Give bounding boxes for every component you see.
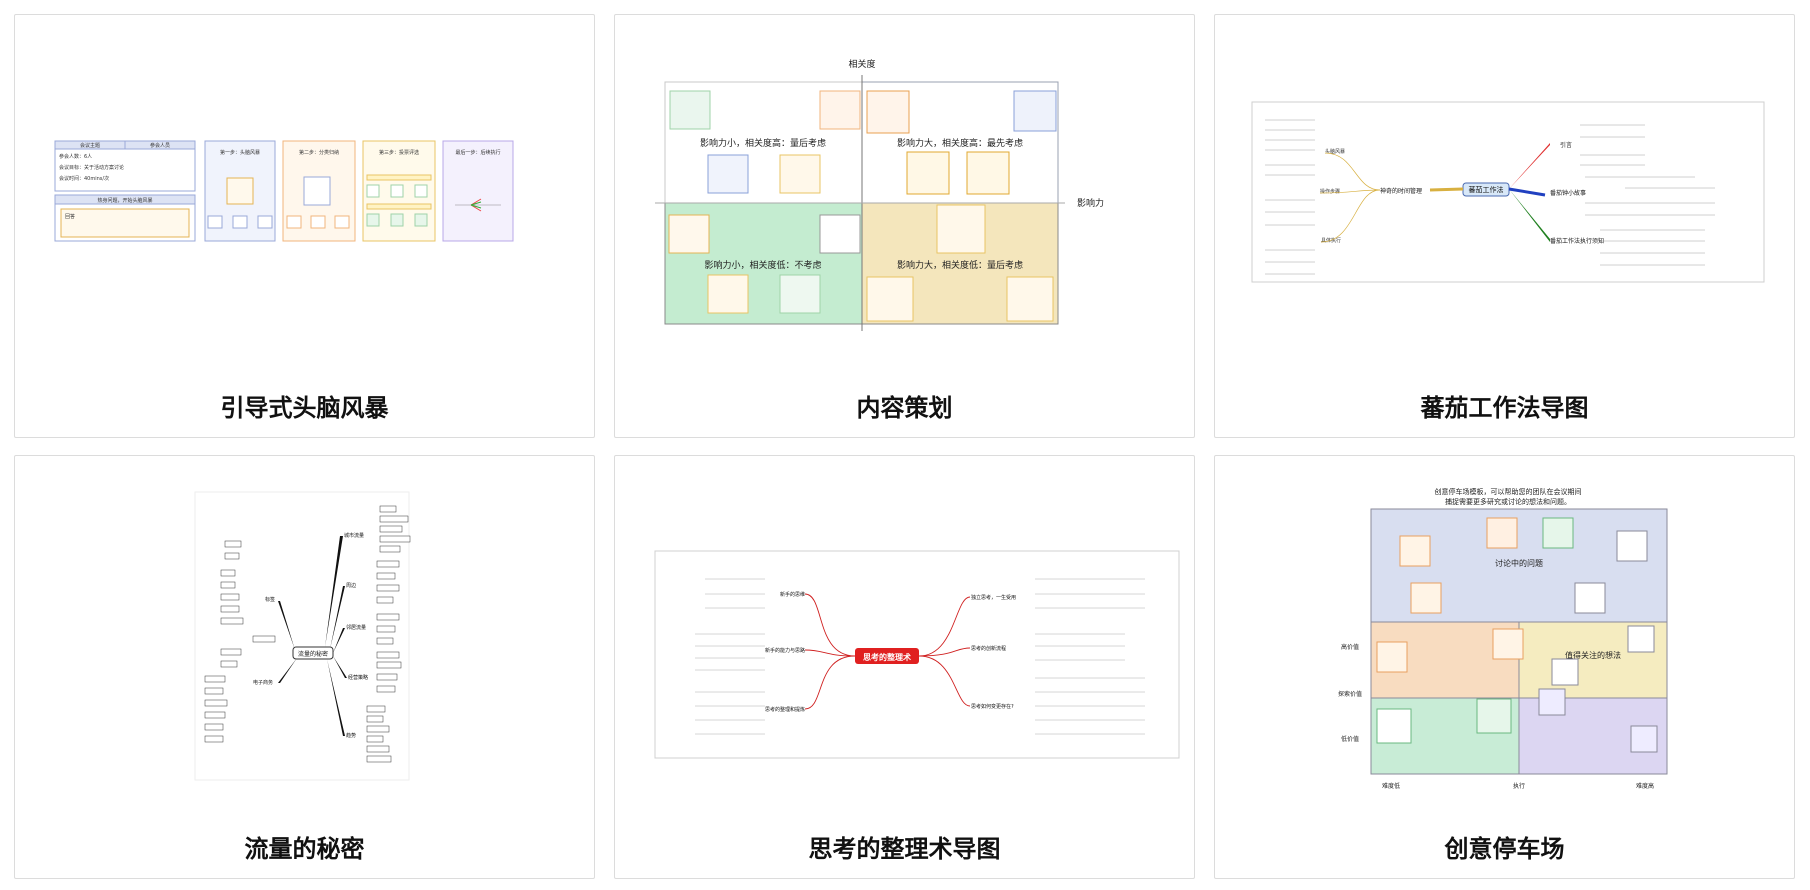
c5-center: 思考的整理术 xyxy=(863,652,911,662)
card-thumbnail: 相关度 影响力 影响力小，相关度高：量后考虑 影响力大，相关度高：最先考虑 影响… xyxy=(625,25,1184,365)
card-thumbnail: 流量的秘密 城市流量 周边 邻居流量 经营策略 趋势 标签 电子商务 xyxy=(25,466,584,806)
c3-b2: 番茄钟小故事 xyxy=(1550,189,1586,197)
template-card-idea-parking-lot[interactable]: 创意停车场模板，可以帮助您的团队在会议期间 捕捉需要更多研究或讨论的想法和问题。… xyxy=(1214,455,1795,879)
c3-l2: 操作步骤 xyxy=(1320,188,1340,195)
c2-q1: 影响力小，相关度高：量后考虑 xyxy=(700,137,826,149)
card-thumbnail: 创意停车场模板，可以帮助您的团队在会议期间 捕捉需要更多研究或讨论的想法和问题。… xyxy=(1225,466,1784,806)
c1-p2: 回答 xyxy=(65,213,75,220)
c6-x1: 难度低 xyxy=(1382,782,1400,790)
c3-b1: 引言 xyxy=(1560,141,1572,149)
c2-yaxis: 相关度 xyxy=(848,58,875,70)
template-card-pomodoro-mindmap[interactable]: 蕃茄工作法 引言 番茄钟小故事 番茄工作法执行须知 神奇的时间管理 头脑风暴 操… xyxy=(1214,14,1795,438)
c1-l1: 参会人数：6人 xyxy=(59,153,92,160)
c2-xaxis: 影响力 xyxy=(1077,197,1104,209)
card-thumbnail: 思考的整理术 新手的思维 新手的能力与思路 思考的整理和提炼 独立思考，一生受用… xyxy=(625,466,1184,806)
c6-side: 值得关注的想法 xyxy=(1565,650,1621,660)
template-card-thinking-organization[interactable]: 思考的整理术 新手的思维 新手的能力与思路 思考的整理和提炼 独立思考，一生受用… xyxy=(614,455,1195,879)
c1-s4: 最后一步：后续执行 xyxy=(455,149,500,156)
c2-q2: 影响力大，相关度高：最先考虑 xyxy=(897,137,1023,149)
c5-r2: 思考的创新流程 xyxy=(971,645,1006,652)
c6-title2: 捕捉需要更多研究或讨论的想法和问题。 xyxy=(1445,497,1571,506)
c5-r1: 独立思考，一生受用 xyxy=(971,594,1016,601)
c4-r3: 邻居流量 xyxy=(346,624,366,631)
c6-title: 创意停车场模板，可以帮助您的团队在会议期间 xyxy=(1435,487,1582,496)
card-thumbnail: 蕃茄工作法 引言 番茄钟小故事 番茄工作法执行须知 神奇的时间管理 头脑风暴 操… xyxy=(1225,25,1784,365)
card-title: 创意停车场 xyxy=(1444,835,1565,863)
c1-p1: 热身问题，开始头脑风暴 xyxy=(97,197,152,204)
template-card-traffic-secret[interactable]: 流量的秘密 城市流量 周边 邻居流量 经营策略 趋势 标签 电子商务 xyxy=(14,455,595,879)
c4-l2: 电子商务 xyxy=(253,679,273,686)
c6-x3: 难度高 xyxy=(1636,782,1654,790)
c1-l3: 会议时间：40mins/次 xyxy=(59,175,109,182)
c3-b3: 番茄工作法执行须知 xyxy=(1550,237,1604,245)
c4-r5: 趋势 xyxy=(346,732,356,739)
c1-h1: 会议主题 xyxy=(80,142,100,149)
c4-r4: 经营策略 xyxy=(348,674,368,681)
c3-left: 神奇的时间管理 xyxy=(1380,187,1422,195)
card-thumbnail: 会议主题 参会人员 参会人数：6人 会议目标：关于活动方案讨论 会议时间：40m… xyxy=(25,25,584,365)
card-title: 引导式头脑风暴 xyxy=(220,394,389,422)
card-title: 思考的整理术导图 xyxy=(808,835,1001,863)
c1-l2: 会议目标：关于活动方案讨论 xyxy=(59,164,124,171)
c3-l1: 头脑风暴 xyxy=(1325,148,1345,155)
template-card-content-planning[interactable]: 相关度 影响力 影响力小，相关度高：量后考虑 影响力大，相关度高：最先考虑 影响… xyxy=(614,14,1195,438)
c4-center: 流量的秘密 xyxy=(298,650,328,658)
c6-main: 讨论中的问题 xyxy=(1495,558,1543,568)
template-card-guided-brainstorm[interactable]: 会议主题 参会人员 参会人数：6人 会议目标：关于活动方案讨论 会议时间：40m… xyxy=(14,14,595,438)
c5-l2: 新手的能力与思路 xyxy=(765,647,805,654)
c2-q3: 影响力小，相关度低：不考虑 xyxy=(704,259,821,271)
c4-r1: 城市流量 xyxy=(344,532,364,539)
c1-s2: 第二步：分类归纳 xyxy=(299,149,339,156)
c4-l1: 标签 xyxy=(265,596,275,603)
c5-l3: 思考的整理和提炼 xyxy=(765,706,805,713)
c3-center: 蕃茄工作法 xyxy=(1469,185,1504,194)
c6-y3: 低价值 xyxy=(1341,735,1359,743)
c1-s3: 第三步：投票评选 xyxy=(379,149,419,156)
c4-r2: 周边 xyxy=(346,582,356,589)
c5-l1: 新手的思维 xyxy=(780,591,805,598)
c6-x2: 执行 xyxy=(1513,782,1525,790)
c6-y2: 探索价值 xyxy=(1338,690,1362,698)
c6-y1: 高价值 xyxy=(1341,643,1359,651)
c5-r3: 思考如何变更存在? xyxy=(971,703,1014,710)
card-title: 内容策划 xyxy=(856,394,953,422)
card-title: 蕃茄工作法导图 xyxy=(1420,394,1589,422)
card-title: 流量的秘密 xyxy=(244,835,365,863)
c1-h2: 参会人员 xyxy=(150,142,170,149)
c2-q4: 影响力大，相关度低：量后考虑 xyxy=(897,259,1023,271)
c1-s1: 第一步：头脑风暴 xyxy=(220,149,260,156)
